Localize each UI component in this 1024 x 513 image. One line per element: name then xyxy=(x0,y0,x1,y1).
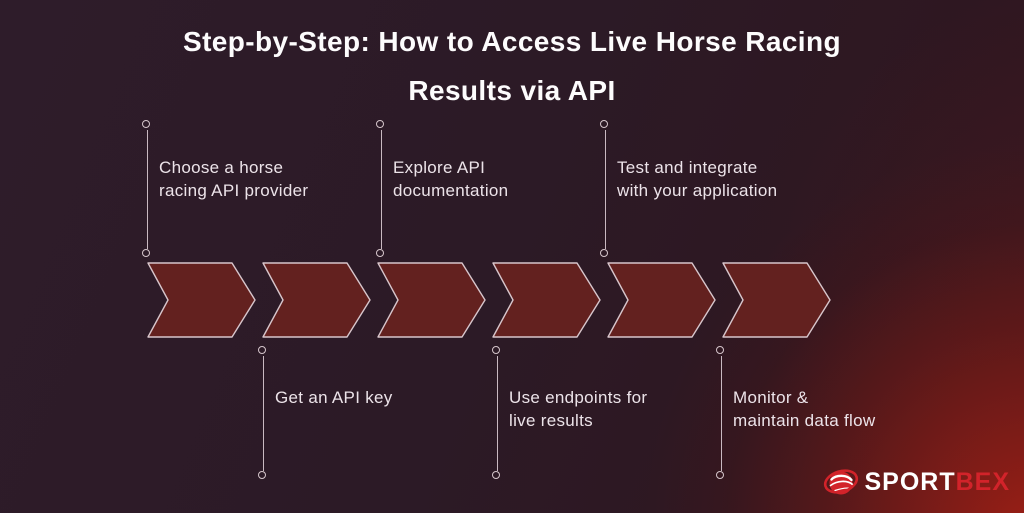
connector-line xyxy=(263,356,264,471)
connector-node-icon xyxy=(716,346,724,354)
connector-node-icon xyxy=(716,471,724,479)
sportbex-wordmark-sport: SPORT xyxy=(864,468,956,496)
chevron-arrow-1 xyxy=(147,262,256,338)
page-title-line2: Results via API xyxy=(408,75,616,106)
connector-node-icon xyxy=(600,120,608,128)
connector-line xyxy=(721,356,722,471)
sportbex-logo: SPORTBEX xyxy=(823,464,1010,500)
page-title-line1: Step-by-Step: How to Access Live Horse R… xyxy=(183,26,841,57)
connector-node-icon xyxy=(492,471,500,479)
connector-node-icon xyxy=(376,249,384,257)
step-3-label-line1: Explore API xyxy=(393,158,486,177)
chevron-arrow-3 xyxy=(377,262,486,338)
step-6-label-line1: Monitor & xyxy=(733,388,809,407)
step-3-label: Explore API documentation xyxy=(393,156,633,202)
connector-node-icon xyxy=(258,346,266,354)
connector-line xyxy=(497,356,498,471)
step-2-label-line1: Get an API key xyxy=(275,388,393,407)
step-1-label-line1: Choose a horse xyxy=(159,158,284,177)
connector-node-icon xyxy=(492,346,500,354)
step-4-label-line2: live results xyxy=(509,411,593,430)
step-1-label-line2: racing API provider xyxy=(159,181,309,200)
step-5-label-line1: Test and integrate xyxy=(617,158,758,177)
connector-node-icon xyxy=(376,120,384,128)
connector-line xyxy=(381,130,382,249)
chevron-arrow-5 xyxy=(607,262,716,338)
step-1-label: Choose a horse racing API provider xyxy=(159,156,399,202)
step-4-label-line1: Use endpoints for xyxy=(509,388,648,407)
step-4-label: Use endpoints for live results xyxy=(509,386,749,432)
sportbex-wordmark-bex: BEX xyxy=(955,468,1010,496)
page-title: Step-by-Step: How to Access Live Horse R… xyxy=(0,17,1024,115)
connector-node-icon xyxy=(142,249,150,257)
connector-node-icon xyxy=(258,471,266,479)
step-5-label-line2: with your application xyxy=(617,181,778,200)
chevron-arrow-2 xyxy=(262,262,371,338)
step-2-label: Get an API key xyxy=(275,386,515,409)
step-5-label: Test and integrate with your application xyxy=(617,156,857,202)
chevron-arrow-4 xyxy=(492,262,601,338)
chevron-arrow-6 xyxy=(722,262,831,338)
sportbex-globe-swirl-icon xyxy=(824,469,859,495)
connector-node-icon xyxy=(600,249,608,257)
connector-line xyxy=(605,130,606,249)
step-6-label: Monitor & maintain data flow xyxy=(733,386,973,432)
step-3-label-line2: documentation xyxy=(393,181,509,200)
step-6-label-line2: maintain data flow xyxy=(733,411,876,430)
sportbex-wordmark: SPORTBEX xyxy=(864,465,1010,499)
connector-node-icon xyxy=(142,120,150,128)
connector-line xyxy=(147,130,148,249)
